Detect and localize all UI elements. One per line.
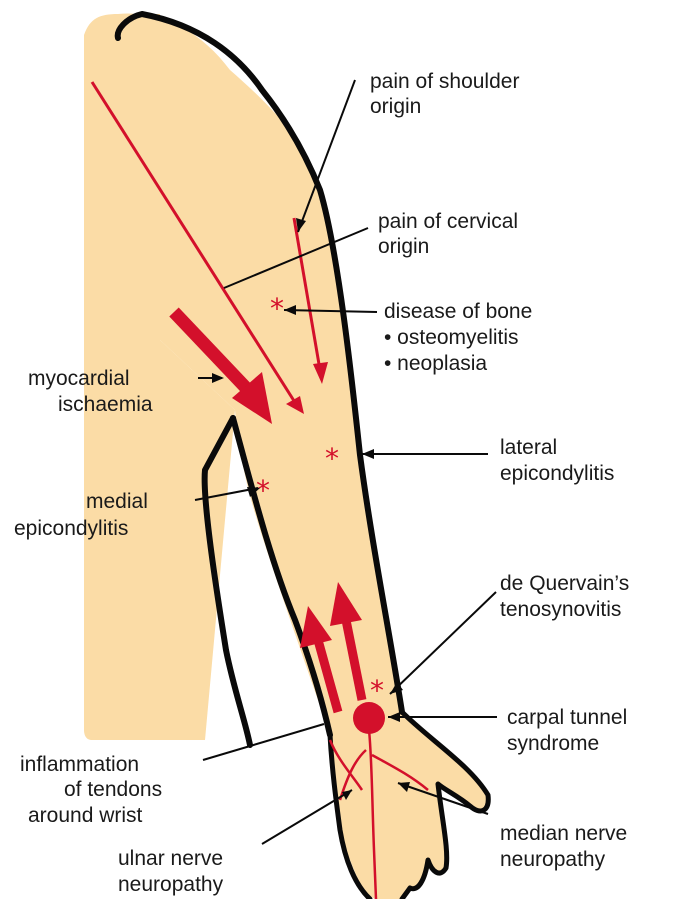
label-tendon-inflammation: inflammation of tendons around wrist — [20, 753, 168, 827]
label-ulnar-nerve: ulnar nerve neuropathy — [118, 847, 229, 896]
label-shoulder-pain: pain of shoulder origin — [370, 70, 525, 118]
label-median-nerve: median nerve neuropathy — [500, 822, 633, 871]
de-quervain-marker: * — [370, 674, 384, 707]
bone-disease-marker: * — [270, 292, 284, 325]
label-bone-disease: disease of bone • osteomyelitis • neopla… — [384, 300, 538, 375]
label-de-quervain: de Quervain’s tenosynovitis — [500, 572, 635, 621]
label-cervical-pain: pain of cervical origin — [378, 210, 524, 258]
label-carpal-tunnel: carpal tunnel syndrome — [507, 706, 633, 755]
leader-tendon — [203, 724, 324, 760]
lateral-epi-marker: * — [325, 442, 339, 475]
arrowhead-lateral — [362, 449, 374, 459]
label-lateral-epicondylitis: lateral epicondylitis — [500, 436, 614, 485]
leader-quervain — [390, 592, 496, 694]
medial-epi-marker: * — [256, 474, 270, 507]
